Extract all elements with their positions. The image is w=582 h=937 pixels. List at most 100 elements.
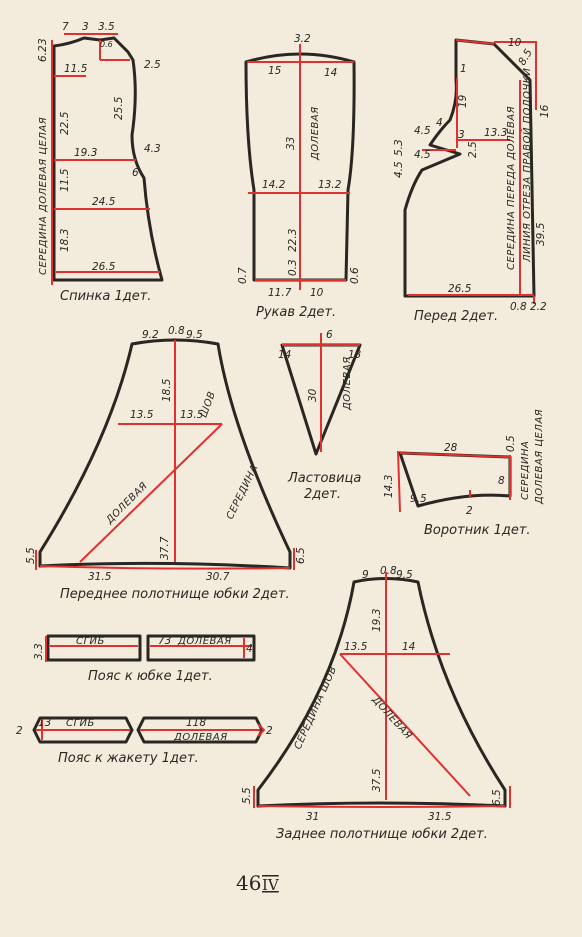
front-skirt-dim-10: 6.5 [295, 547, 307, 564]
front-dim-7: 3 [458, 129, 465, 141]
front-dim-8: 2.5 [467, 141, 479, 158]
jacket-belt-dim-0: 2 [16, 725, 23, 737]
gusset-dim-0: 14 [278, 349, 291, 361]
collar-dim-5: 8 [498, 475, 505, 487]
front-dim-13: 39.5 [535, 222, 547, 246]
jacket-belt-grain: ДОЛЕВАЯ [173, 732, 228, 743]
gusset-caption-1: Ластовица [287, 471, 361, 486]
front-skirt-dim-9: 30.7 [206, 571, 230, 583]
sleeve-piece: 3.2 15 14 33 14.2 13.2 22.3 0.3 0.7 0.6 … [237, 33, 361, 320]
front-caption: Перед 2дет. [414, 309, 498, 324]
page-number-value: 46 [236, 871, 261, 895]
jacket-belt-red-lines [36, 720, 266, 740]
collar-grain-1: СЕРЕДИНА [520, 441, 531, 500]
back-dim-3: 0.6 [100, 40, 113, 49]
back-dim-1: 3 [82, 21, 89, 33]
back-dim-10: 4.3 [144, 143, 161, 155]
collar-grain-2: ДОЛЕВАЯ ЦЕЛАЯ [534, 409, 545, 505]
sleeve-dim-1: 15 [268, 65, 282, 77]
front-dim-0: 10 [508, 37, 522, 49]
sleeve-dim-9: 0.6 [349, 267, 361, 284]
gusset-caption-2: 2дет. [304, 487, 341, 502]
back-piece: 7 3 3.5 0.6 6.2 3 11.5 2.5 22.5 25.5 4.3… [37, 21, 164, 304]
back-skirt-dim-8: 31 [306, 811, 319, 823]
front-skirt-piece: 9.2 0.8 9.5 18.5 13.5 13.5 37.7 5.5 31.5… [25, 325, 307, 602]
gusset-piece: 14 6 13 30 ДОЛЕВАЯ Ластовица 2дет. [278, 329, 362, 502]
jacket-belt-piece: 2 13 118 2 СГИБ ДОЛЕВАЯ Пояс к жакету 1д… [16, 716, 273, 766]
front-skirt-dim-3: 18.5 [161, 378, 173, 402]
front-skirt-seam: ШОВ [198, 390, 218, 419]
gusset-red-lines [282, 333, 360, 452]
sleeve-dim-8: 0.7 [237, 267, 249, 284]
collar-dim-2: 14.3 [383, 475, 395, 498]
back-skirt-dim-10: 6.5 [491, 789, 503, 806]
sleeve-dim-5: 13.2 [318, 179, 342, 191]
front-dim-10: 4.5 [414, 149, 431, 161]
front-skirt-dim-2: 9.5 [186, 329, 203, 341]
skirt-belt-grain: ДОЛЕВАЯ [177, 636, 232, 647]
front-skirt-dim-0: 9.2 [142, 329, 159, 341]
collar-piece: 28 0.5 14.3 9.5 2 8 СЕРЕДИНА ДОЛЕВАЯ ЦЕЛ… [383, 409, 545, 538]
skirt-belt-right [146, 634, 256, 662]
back-skirt-dim-1: 0.8 [380, 565, 397, 577]
back-skirt-dim-4: 13.5 [344, 641, 368, 653]
back-skirt-grain: ДОЛЕВАЯ [369, 694, 414, 742]
skirt-belt-fold: СГИБ [76, 636, 105, 647]
back-dim-5: 3 [37, 38, 49, 45]
back-dim-0: 7 [62, 21, 69, 33]
back-skirt-seam: СЕРЕДИНА ШОВ [293, 665, 340, 752]
sleeve-grain: ДОЛЕВАЯ [310, 106, 321, 161]
back-skirt-dim-6: 37.5 [371, 768, 383, 792]
back-dim-16: 26.5 [92, 261, 116, 273]
sleeve-dim-0: 3.2 [294, 33, 311, 45]
front-dim-4: 16 [539, 104, 551, 118]
front-line-label: ЛИНИЯ ОТРЕЗА ПРАВОЙ ПОЛОЧКИ [520, 68, 533, 263]
front-skirt-dim-1: 0.8 [168, 325, 185, 337]
front-dim-12: 5.3 [393, 139, 405, 156]
front-piece: 10 8.5 1 19 16 4 4.5 3 2.5 13.3 4.5 4.5 … [393, 37, 551, 324]
back-skirt-caption: Заднее полотнище юбки 2дет. [276, 827, 488, 842]
jacket-belt-dim-2: 118 [186, 717, 206, 729]
sleeve-dim-2: 14 [324, 67, 337, 79]
front-dim-3: 19 [457, 94, 469, 108]
front-dim-11: 4.5 [393, 161, 405, 178]
sleeve-dim-11: 10 [310, 287, 324, 299]
back-skirt-dim-9: 31.5 [428, 811, 452, 823]
back-caption: Спинка 1дет. [60, 289, 151, 304]
jacket-belt-caption: Пояс к жакету 1дет. [58, 751, 199, 766]
back-skirt-dim-0: 9 [362, 569, 369, 581]
back-dim-11: 19.3 [74, 147, 97, 159]
collar-caption: Воротник 1дет. [424, 523, 531, 538]
sleeve-outline [244, 52, 356, 282]
front-dim-1: 8.5 [516, 47, 535, 68]
front-skirt-dim-6: 37.7 [159, 536, 171, 560]
front-red-lines [408, 39, 537, 304]
front-skirt-outline [38, 338, 292, 570]
back-dim-9: 25.5 [113, 96, 125, 120]
jacket-belt-fold: СГИБ [66, 718, 95, 729]
back-skirt-dim-5: 14 [402, 641, 415, 653]
collar-dim-0: 28 [444, 442, 458, 454]
front-dim-5: 4 [436, 117, 443, 129]
jacket-belt-dim-1: 13 [38, 717, 51, 729]
sleeve-dim-3: 33 [285, 137, 297, 150]
front-dim-16: 2.2 [530, 301, 547, 313]
front-dim-2: 1 [460, 63, 467, 75]
back-skirt-dim-3: 19.3 [371, 609, 383, 632]
skirt-belt-left [46, 634, 142, 662]
back-dim-6: 11.5 [64, 63, 88, 75]
front-skirt-dim-7: 5.5 [25, 547, 37, 564]
front-skirt-red-lines [35, 340, 295, 570]
skirt-belt-dim-0: 3.3 [33, 643, 45, 660]
front-grain: СЕРЕДИНА ПЕРЕДА ДОЛЕВАЯ [506, 106, 517, 270]
gusset-dim-3: 30 [307, 388, 319, 402]
jacket-belt-dim-3: 2 [266, 725, 273, 737]
sleeve-dim-7: 0.3 [287, 259, 299, 276]
page-section: IV [262, 876, 280, 894]
gusset-grain: ДОЛЕВАЯ [342, 356, 353, 411]
back-dim-8: 22.5 [59, 111, 71, 135]
front-dim-14: 26.5 [448, 283, 472, 295]
back-dim-15: 18.3 [59, 229, 71, 252]
jacket-belt-right [136, 716, 264, 744]
